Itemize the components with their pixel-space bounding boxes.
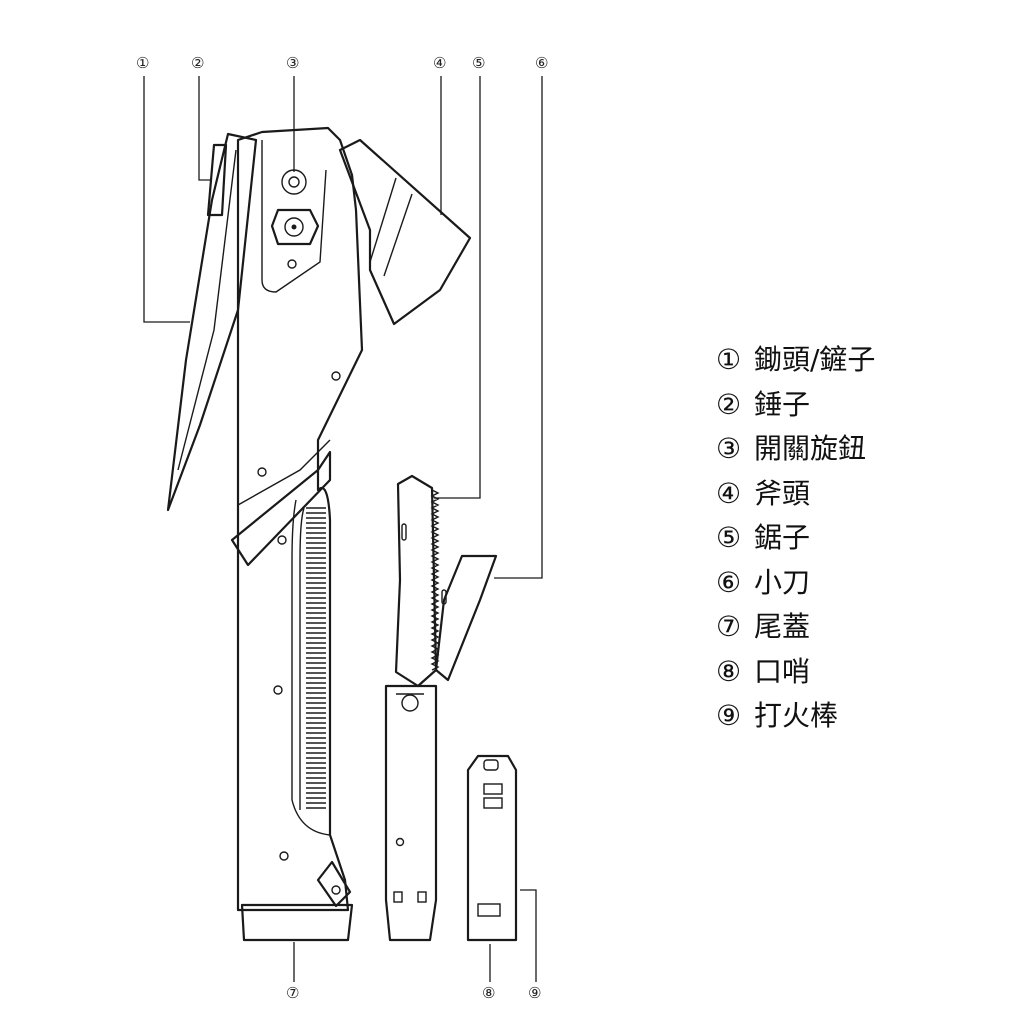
legend-label: 開關旋鈕 xyxy=(754,432,867,465)
saw-teeth xyxy=(430,489,440,671)
callout-number-7: ⑦ xyxy=(286,984,299,1002)
callout-number-2: ② xyxy=(191,54,204,72)
callout-number-9: ⑨ xyxy=(528,984,541,1002)
legend-item: ⑤ 鋸子 xyxy=(716,516,875,561)
whistle-firestarter-tool xyxy=(466,754,518,942)
legend-number: ⑦ xyxy=(716,610,742,643)
legend-item: ⑧ 口哨 xyxy=(716,650,875,695)
end-cap xyxy=(240,860,354,942)
grip-ridges xyxy=(306,507,326,809)
legend-number: ⑨ xyxy=(716,699,742,732)
legend-label: 口哨 xyxy=(754,654,811,688)
main-tool-body xyxy=(230,126,364,912)
callout-number-5: ⑤ xyxy=(472,54,485,72)
legend-item: ② 錘子 xyxy=(716,383,875,428)
legend-number: ③ xyxy=(716,432,742,465)
axe-head xyxy=(338,138,472,326)
callout-number-4: ④ xyxy=(433,54,446,72)
legend-label: 小刀 xyxy=(754,565,811,599)
legend-number: ② xyxy=(716,387,742,421)
callout-number-8: ⑧ xyxy=(482,984,495,1002)
legend-label: 打火棒 xyxy=(754,699,839,732)
legend-item: ③ 開關旋鈕 xyxy=(716,427,875,472)
legend-label: 斧頭 xyxy=(754,476,811,510)
legend: ① 鋤頭/鏟子 ② 錘子 ③ 開關旋鈕 ④ 斧頭 ⑤ 鋸子 ⑥ 小刀 ⑦ 尾蓋 ⑧ 口哨 ⑨ 打火… xyxy=(716,338,875,739)
legend-label: 鋸子 xyxy=(754,521,811,554)
callout-number-3: ③ xyxy=(286,54,299,72)
legend-item: ① 鋤頭/鏟子 xyxy=(716,338,875,383)
legend-item: ⑨ 打火棒 xyxy=(716,694,875,739)
screws xyxy=(257,259,341,861)
legend-label: 尾蓋 xyxy=(754,610,811,643)
legend-item: ⑦ 尾蓋 xyxy=(716,605,875,650)
callout-number-6: ⑥ xyxy=(535,54,548,72)
saw-knife-tool xyxy=(384,474,498,942)
hammer-head xyxy=(206,143,228,217)
legend-number: ⑧ xyxy=(716,654,742,688)
legend-label: 錘子 xyxy=(754,387,811,421)
legend-item: ⑥ 小刀 xyxy=(716,561,875,606)
callout-number-1: ① xyxy=(136,54,149,72)
legend-item: ④ 斧頭 xyxy=(716,472,875,517)
leader-lines xyxy=(143,76,543,982)
legend-number: ① xyxy=(716,343,742,376)
shovel-blade xyxy=(166,132,258,512)
switch-knob xyxy=(270,169,320,246)
legend-label: 鋤頭/鏟子 xyxy=(754,343,876,376)
legend-number: ⑤ xyxy=(716,521,742,554)
legend-number: ④ xyxy=(716,476,742,510)
legend-number: ⑥ xyxy=(716,565,742,599)
